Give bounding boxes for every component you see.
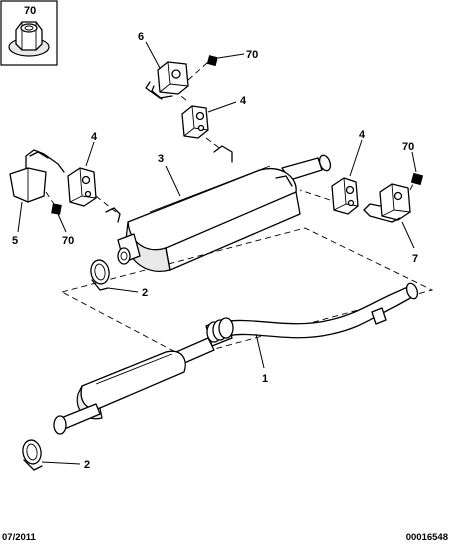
clamp-2-lower bbox=[22, 439, 43, 471]
callout-hanger-4-top: 4 bbox=[240, 95, 247, 107]
leader-hanger-4-top bbox=[207, 101, 237, 113]
square-nut-icon bbox=[206, 55, 218, 67]
callout-bracket-7: 7 bbox=[412, 253, 418, 265]
bracket-7 bbox=[363, 183, 411, 223]
leader-square-top bbox=[217, 53, 245, 59]
axis-hanger-4-top-lower bbox=[205, 137, 223, 151]
callout-hanger-6: 6 bbox=[138, 31, 144, 43]
callout-clamp-2-lower: 2 bbox=[84, 459, 90, 471]
leader-hanger-4-right bbox=[349, 139, 363, 177]
leader-square-left bbox=[57, 213, 67, 233]
callout-hanger-4-right: 4 bbox=[359, 129, 366, 141]
axis-bracket-5 bbox=[45, 191, 55, 205]
callout-square-top: 70 bbox=[246, 49, 258, 61]
flange-nut-icon bbox=[8, 21, 50, 57]
hanger-4-left bbox=[67, 167, 97, 207]
hanger-6 bbox=[145, 61, 189, 100]
callout-nut-inset: 70 bbox=[24, 5, 36, 17]
hanger-4-right bbox=[331, 177, 359, 215]
callout-square-left: 70 bbox=[62, 235, 74, 247]
leader-clamp-2-upper bbox=[107, 287, 139, 293]
axis-hanger-4-left bbox=[95, 195, 117, 213]
hanger-4-top bbox=[181, 105, 209, 139]
callout-pipe-1: 1 bbox=[262, 373, 268, 385]
clamp-2-upper bbox=[90, 259, 110, 291]
callout-hanger-4-left: 4 bbox=[91, 131, 98, 143]
square-nut-icon bbox=[410, 172, 424, 186]
callout-bracket-5: 5 bbox=[12, 235, 18, 247]
rear-silencer bbox=[105, 145, 332, 272]
callout-square-right: 70 bbox=[402, 141, 414, 153]
square-nut-icon bbox=[51, 203, 62, 215]
bracket-5 bbox=[9, 149, 65, 203]
assembly-outline bbox=[60, 227, 434, 358]
leader-hanger-4-left bbox=[85, 141, 95, 167]
nut-inset: 70 bbox=[0, 0, 58, 66]
leader-pipe-1 bbox=[255, 333, 265, 369]
callout-clamp-2-upper: 2 bbox=[142, 287, 148, 299]
leader-rear-silencer bbox=[165, 165, 181, 197]
leader-clamp-2-lower bbox=[41, 461, 81, 465]
axis-hanger-4-right bbox=[299, 189, 331, 201]
axis-bracket-7 bbox=[409, 181, 415, 191]
leader-bracket-7 bbox=[401, 221, 415, 249]
footer-date: 07/2011 bbox=[2, 532, 37, 543]
callout-rear-silencer: 3 bbox=[158, 153, 164, 165]
axis-hanger-6 bbox=[187, 61, 209, 81]
leader-bracket-5 bbox=[17, 201, 23, 233]
leader-square-right bbox=[411, 151, 417, 173]
leader-hanger-6 bbox=[145, 41, 161, 69]
axis-hanger-4-top bbox=[177, 93, 187, 101]
front-pipe bbox=[53, 282, 419, 435]
footer-reference: 00016548 bbox=[406, 532, 448, 543]
